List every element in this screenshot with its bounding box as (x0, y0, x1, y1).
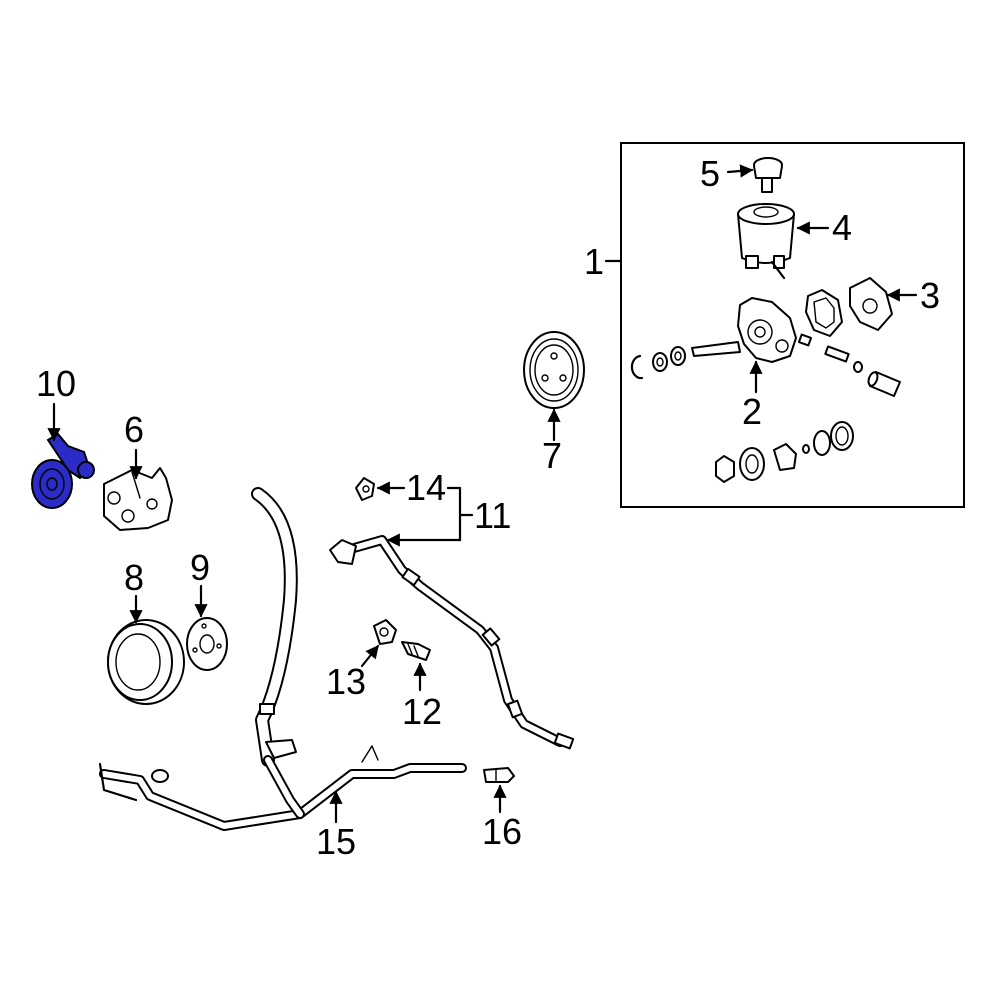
crankshaft-pulley[interactable] (107, 619, 185, 705)
pressure-hose[interactable] (329, 535, 575, 750)
pump-assembly-box (620, 142, 965, 508)
callout-1[interactable]: 1 (584, 241, 604, 282)
pump-bracket[interactable] (103, 467, 173, 531)
callout-6[interactable]: 6 (124, 409, 144, 450)
callout-16[interactable]: 16 (482, 811, 522, 852)
callout-8[interactable]: 8 (124, 557, 144, 598)
shaft-seal-kit (630, 346, 686, 380)
callout-12[interactable]: 12 (402, 691, 442, 732)
pump-pulley[interactable] (523, 331, 585, 409)
pump-body[interactable] (691, 297, 797, 363)
return-hose[interactable] (251, 487, 298, 767)
callout-13[interactable]: 13 (326, 661, 366, 702)
union-bolt[interactable] (401, 641, 431, 661)
pulley-plate[interactable] (186, 617, 228, 671)
callout-15[interactable]: 15 (316, 821, 356, 862)
return-tube[interactable] (98, 703, 467, 831)
callout-7[interactable]: 7 (542, 435, 562, 476)
callout-4[interactable]: 4 (832, 207, 852, 248)
callout-11[interactable]: 11 (474, 495, 511, 536)
banjo-fitting[interactable] (373, 619, 397, 645)
pump-internals (715, 421, 854, 483)
reservoir-cap[interactable] (753, 157, 783, 193)
reservoir[interactable] (737, 203, 795, 280)
callout-10[interactable]: 10 (36, 363, 76, 404)
callout-9[interactable]: 9 (190, 547, 210, 588)
leader-lines (47, 164, 918, 824)
hose-connector[interactable] (483, 767, 515, 783)
callout-2[interactable]: 2 (742, 391, 762, 432)
belt-tensioner[interactable] (31, 432, 95, 509)
callout-labels: 1 2 3 4 5 6 7 8 9 10 11 12 13 14 15 16 (36, 153, 940, 862)
pump-fittings (797, 333, 901, 397)
callout-14[interactable]: 14 (406, 467, 446, 508)
pressure-switch[interactable] (355, 477, 375, 501)
callout-5[interactable]: 5 (700, 153, 720, 194)
callout-3[interactable]: 3 (920, 275, 940, 316)
rear-cover-gasket[interactable] (805, 277, 893, 337)
